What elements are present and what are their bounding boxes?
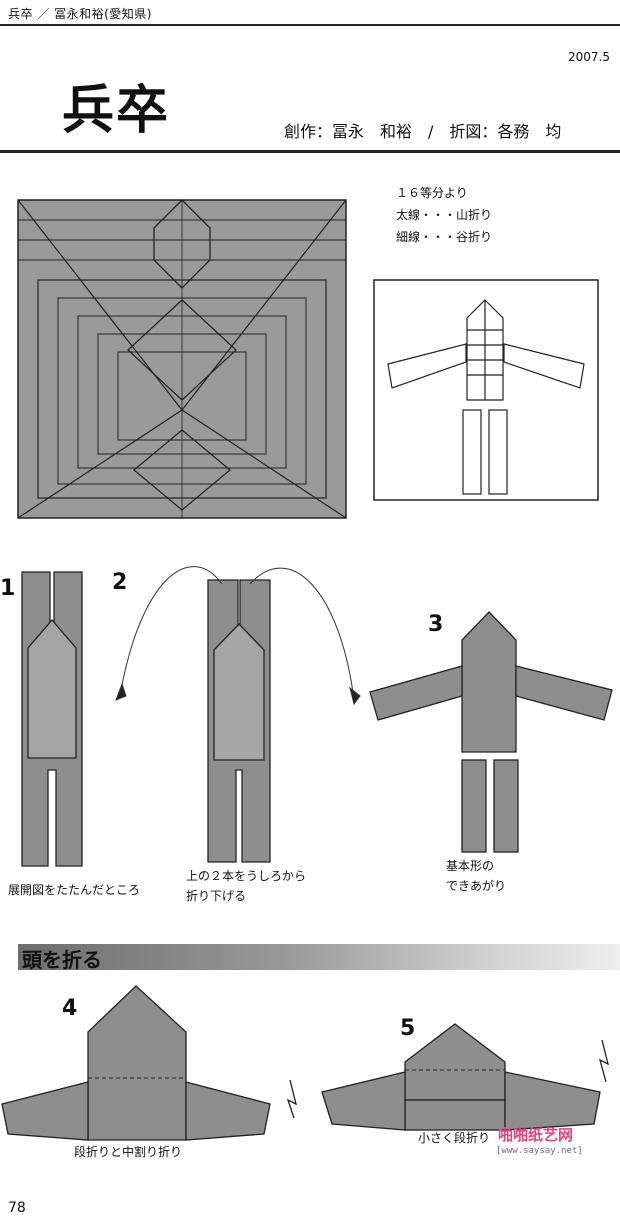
note-line: 太線・・・山折り [396,208,493,222]
step-caption-1: 展開図をたたんだところ [8,883,141,897]
step-number-3: 3 [428,612,444,637]
step-number-4: 4 [62,996,78,1021]
running-title: 兵卒 ／ 冨永和裕(愛知県) [8,7,152,21]
running-header: 兵卒 ／ 冨永和裕(愛知県) [0,0,620,24]
watermark-url: [www.saysay.net] [496,1146,583,1156]
step-caption-3: 基本形の できあがり [446,859,507,893]
diagram-notes: １６等分より 太線・・・山折り 細線・・・谷折り [396,182,492,248]
step-caption-4: 段折りと中割り折り [74,1145,183,1159]
crease-pattern [17,199,347,519]
credits-line: 創作：冨永 和裕 / 折図：各務 均 [284,122,562,141]
title-rule [0,150,620,153]
issue-date: 2007.5 [568,50,610,64]
section-title: 頭を折る [22,948,102,972]
step-number-2: 2 [112,570,128,595]
note-line: 細線・・・谷折り [396,230,493,244]
step-caption-5: 小さく段折り [418,1131,491,1145]
page-title: 兵卒 [62,81,171,141]
header-rule [0,24,620,26]
watermark-logo: 啪啪纸艺网 [498,1126,574,1144]
step-caption-2: 上の２本をうしろから 折り下げる [186,869,307,903]
step-number-5: 5 [400,1016,416,1041]
section-band [18,944,620,970]
page-number: 78 [8,1200,26,1216]
note-line: １６等分より [396,186,468,200]
step-number-1: 1 [0,576,16,601]
